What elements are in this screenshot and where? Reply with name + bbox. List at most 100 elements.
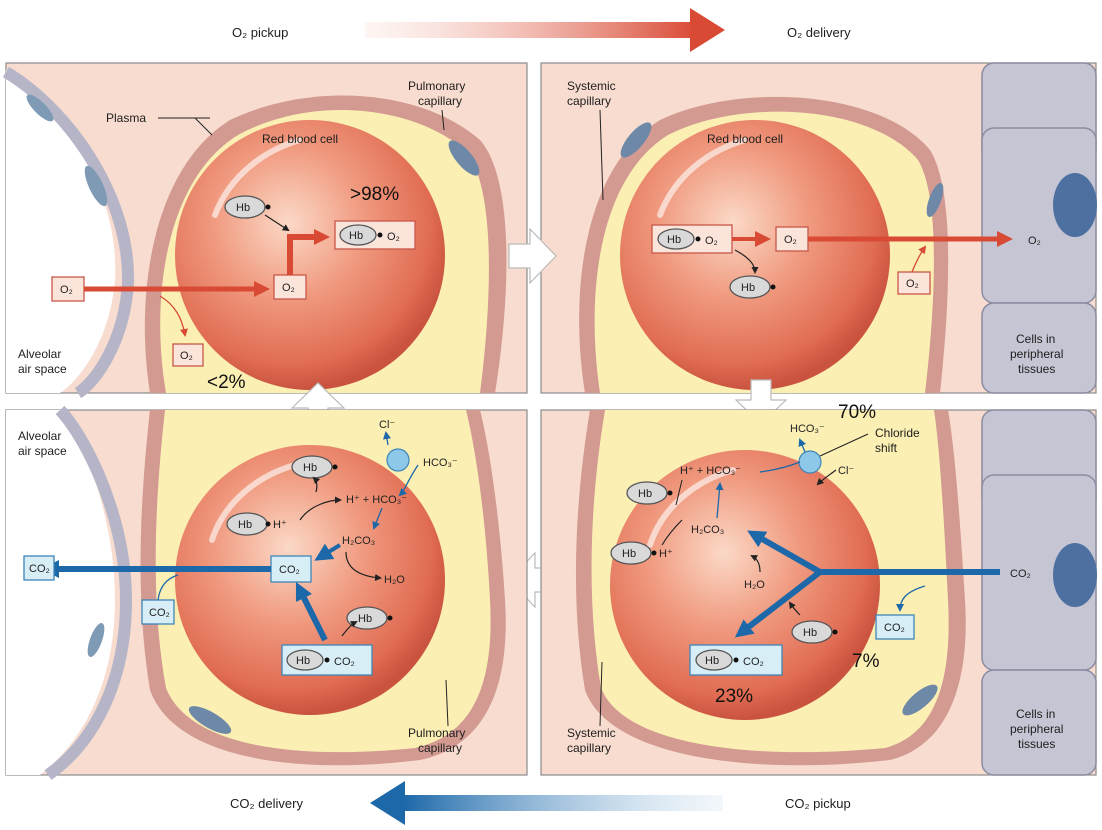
o2-alveolar-box xyxy=(51,276,85,302)
tissue-cell xyxy=(981,669,1097,776)
percent-carbamino-label: 23% xyxy=(715,686,753,707)
hb-top-br-label: Hb xyxy=(638,488,652,500)
co2-box-bl xyxy=(270,555,312,583)
o2-flow-arrow-head xyxy=(690,8,725,52)
co2-out-label: CO₂ xyxy=(29,563,50,575)
hb-in-hbco2-br: Hb xyxy=(705,655,719,667)
o2-inside-box-systemic xyxy=(775,226,809,252)
chloride-label-br: Cl⁻ xyxy=(838,465,854,477)
red-blood-cell-label-systemic: Red blood cell xyxy=(707,132,783,146)
co2-plasma-label-bl: CO₂ xyxy=(149,607,170,619)
pulmonary-capillary-bl-line2: capillary xyxy=(418,741,462,755)
panel-co2-delivery xyxy=(5,405,528,780)
plasma-label: Plasma xyxy=(106,111,146,125)
h-hco3-bl-label: H⁺ + HCO₃⁻ xyxy=(346,494,407,506)
hb-mid-bl-label: Hb xyxy=(358,613,372,625)
red-blood-cell-systemic xyxy=(620,120,890,390)
flow-arrow-right xyxy=(508,227,557,285)
systemic-capillary-br-line2: capillary xyxy=(567,741,611,755)
pulmonary-capillary-label-line2: capillary xyxy=(418,94,462,108)
h2o-bl-label: H₂O xyxy=(384,574,405,586)
pulmonary-capillary-bl-line1: Pulmonary xyxy=(408,726,465,740)
co2-delivery-label: CO₂ delivery xyxy=(230,796,303,811)
co2-in-hbco2-br: CO₂ xyxy=(743,656,764,668)
o2-dissolved-label: O₂ xyxy=(180,350,193,362)
percent-dissolved-label: <2% xyxy=(207,372,246,393)
hb-hplus-bl-label: Hb xyxy=(238,519,252,531)
co2-out-box xyxy=(23,555,55,581)
percent-dissolved-co2-label: 7% xyxy=(852,651,880,672)
hb-top-bl-label: Hb xyxy=(303,462,317,474)
o2-delivery-label: O₂ delivery xyxy=(787,25,851,40)
percent-bound-label: >98% xyxy=(350,184,399,205)
hb-hplus-br-label: Hb xyxy=(622,548,636,560)
hb-in-hbco2-bl: Hb xyxy=(296,655,310,667)
hb-hplus-br xyxy=(610,541,652,565)
o2-binding-arrow xyxy=(287,229,330,275)
co2-plasma-label-br: CO₂ xyxy=(884,622,905,634)
bicarbonate-label-br: HCO₃⁻ xyxy=(790,423,825,435)
o2-in-hbo2: O₂ xyxy=(387,231,400,243)
o2-in-hbo2-systemic: O₂ xyxy=(705,235,718,247)
systemic-capillary-label-line2: capillary xyxy=(567,94,611,108)
hb-top-br xyxy=(626,481,668,505)
panel-co2-pickup xyxy=(540,409,1097,776)
svg-text:Hb: Hb xyxy=(236,202,250,214)
co2-tissue-label: CO₂ xyxy=(1010,568,1031,580)
percent-bicarbonate-label: 70% xyxy=(838,402,876,423)
chloride-shift-line2: shift xyxy=(875,441,898,455)
hb-in-hbo2: Hb xyxy=(349,230,363,242)
co2-in-hbco2-bl: CO₂ xyxy=(334,656,355,668)
hb-in-hbo2-systemic: Hb xyxy=(667,234,681,246)
co2-plasma-box-br xyxy=(875,614,915,640)
hb-top-bl xyxy=(291,455,333,479)
hplus-bl-label: H⁺ xyxy=(273,519,287,531)
o2-flow-arrow-shaft xyxy=(365,22,695,38)
o2-inside-box xyxy=(273,274,307,300)
tissue-cell xyxy=(981,302,1097,394)
red-blood-cell-label: Red blood cell xyxy=(262,132,338,146)
h2co3-bl-label: H₂CO₃ xyxy=(342,535,375,547)
o2-dissolved-box xyxy=(172,343,204,367)
hb-released xyxy=(729,275,771,299)
cells-peripheral-label-line1: Cells in xyxy=(1016,332,1055,346)
h-hco3-br-label: H⁺ + HCO₃⁻ xyxy=(680,465,741,477)
tissue-nucleus xyxy=(1053,173,1097,237)
o2-plasma-box-systemic xyxy=(897,271,931,295)
alveolar-label-line2: air space xyxy=(18,362,67,376)
panel-o2-pickup xyxy=(2,62,528,399)
hb-right-br-label: Hb xyxy=(803,627,817,639)
cells-peripheral-br-line3: tissues xyxy=(1018,737,1055,751)
chloride-shift-line1: Chloride xyxy=(875,426,920,440)
pulmonary-capillary-label-line1: Pulmonary xyxy=(408,79,465,93)
red-blood-cell-co2-pickup xyxy=(610,450,880,720)
alveolar-label-line1: Alveolar xyxy=(18,347,61,361)
panel-o2-delivery xyxy=(540,62,1097,394)
o2-alveolar-label: O₂ xyxy=(60,284,73,296)
o2-inside-label-systemic: O₂ xyxy=(784,234,797,246)
h2o-br-label: H₂O xyxy=(744,579,765,591)
co2-pickup-label: CO₂ pickup xyxy=(785,796,851,811)
cells-peripheral-br-line2: peripheral xyxy=(1010,722,1063,736)
co2-flow-arrow-shaft xyxy=(403,795,723,811)
tissue-nucleus xyxy=(1053,543,1097,607)
co2-flow-arrow-head xyxy=(370,781,405,825)
systemic-capillary-br-line1: Systemic xyxy=(567,726,616,740)
alveolar-space xyxy=(6,70,116,393)
co2-box-bl-label: CO₂ xyxy=(279,564,300,576)
hb-right-br xyxy=(791,620,833,644)
alveolar-wall xyxy=(2,66,135,399)
hplus-br-label: H⁺ xyxy=(659,548,673,560)
o2-plasma-label-systemic: O₂ xyxy=(906,278,919,290)
co2-unload-arrow xyxy=(295,581,328,642)
h2co3-br-label: H₂CO₃ xyxy=(691,524,724,536)
o2-pickup-label: O₂ pickup xyxy=(232,25,288,40)
o2-tissue-label: O₂ xyxy=(1028,235,1041,247)
co2-plasma-box-bl xyxy=(141,599,175,625)
alveolar-label-bl-line1: Alveolar xyxy=(18,429,61,443)
cells-peripheral-label-line3: tissues xyxy=(1018,362,1055,376)
hb-molecule: Hb xyxy=(224,195,271,219)
anion-exchanger-br xyxy=(798,450,822,474)
alveolar-label-bl-line2: air space xyxy=(18,444,67,458)
hb-released-label: Hb xyxy=(741,282,755,294)
